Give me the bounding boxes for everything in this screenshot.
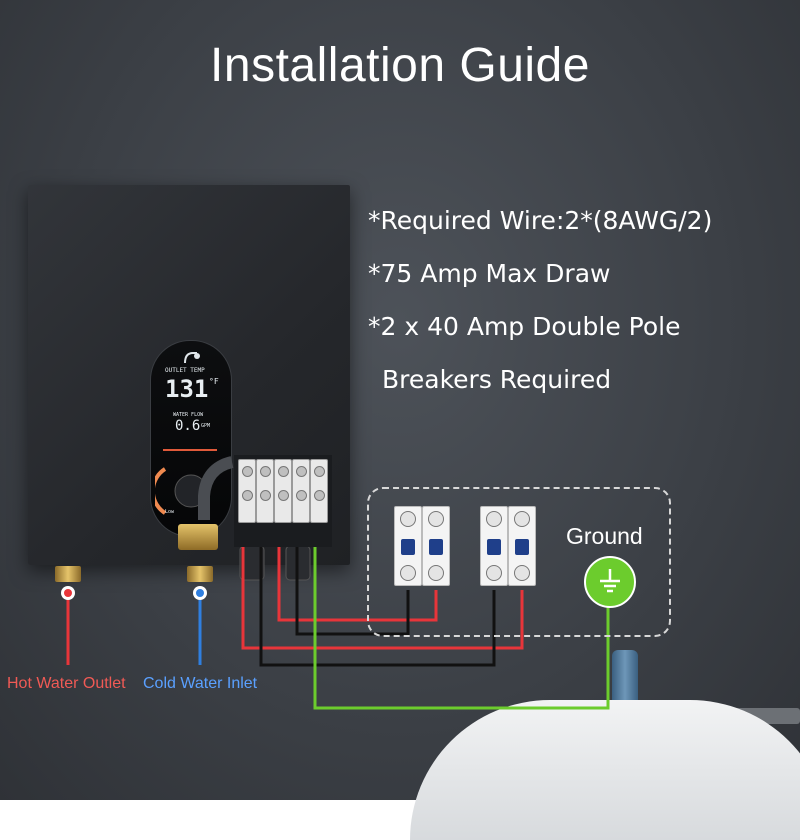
terminal-3 [274, 459, 292, 523]
page-title: Installation Guide [210, 39, 590, 92]
red-wire-2 [277, 535, 438, 622]
cold-inlet-fitting [187, 566, 213, 582]
control-display-panel: OUTLET TEMP 131 °F WATER FLOW 0.6 GPM Lo… [150, 340, 232, 537]
hot-outlet-fitting [55, 566, 81, 582]
hot-outlet-marker [61, 586, 75, 600]
cold-inlet-marker [193, 586, 207, 600]
breaker-2-pole-b [508, 506, 536, 586]
spec-required-wire: *Required Wire:2*(8AWG/2) [368, 206, 713, 235]
low-label: Low [165, 509, 175, 515]
breaker-2-pole-a [480, 506, 508, 586]
shower-icon [184, 352, 200, 364]
temperature-readout: 131 [165, 375, 209, 403]
ground-label: Ground [566, 523, 643, 549]
temperature-scale-bar [163, 449, 217, 451]
red-wire-1 [241, 535, 524, 650]
spec-max-draw: *75 Amp Max Draw [368, 259, 611, 288]
spec-breakers: *2 x 40 Amp Double Pole [368, 312, 681, 341]
breaker-1-pole-a [394, 506, 422, 586]
cold-water-inlet-label: Cold Water Inlet [143, 675, 258, 692]
terminal-2 [256, 459, 274, 523]
water-flow-readout: 0.6 [175, 418, 201, 434]
temperature-unit: °F [209, 377, 219, 386]
ground-wire [313, 535, 610, 710]
breaker-1-pole-b [422, 506, 450, 586]
water-flow-label: WATER FLOW [173, 412, 204, 418]
hot-water-outlet-label: Hot Water Outlet [7, 675, 126, 692]
black-wire-2 [295, 535, 410, 636]
black-wire-1 [259, 535, 496, 667]
water-flow-unit: GPM [201, 423, 211, 429]
terminal-5 [310, 459, 328, 523]
breaker-panel-outline [367, 487, 671, 637]
flex-conduit [198, 456, 234, 520]
brass-valve [178, 524, 218, 550]
outlet-temp-label: OUTLET TEMP [165, 367, 205, 374]
terminal-1 [238, 459, 256, 523]
terminal-4 [292, 459, 310, 523]
spec-breakers-required: Breakers Required [382, 365, 612, 394]
terminal-block [234, 455, 332, 547]
ground-terminal [584, 556, 636, 608]
ground-icon [600, 569, 620, 593]
